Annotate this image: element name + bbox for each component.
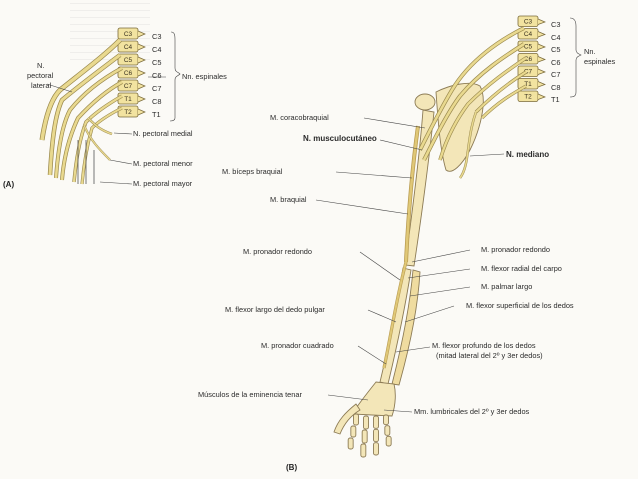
palmaris-label: M. palmar largo: [481, 282, 533, 291]
fcr-label: M. flexor radial del carpo: [481, 264, 562, 273]
panel_a-vertebra-label-c4: C4: [124, 44, 133, 51]
finger-phalanx: [373, 428, 379, 443]
panel_b-vertebra-label-c3: C3: [524, 19, 533, 26]
finger-phalanx: [347, 437, 354, 450]
panel_a-root-label-c8: C8: [152, 97, 162, 106]
pronator-teres-right-label: M. pronador redondo: [481, 245, 551, 254]
panel_b-spinous-process-c4: [537, 31, 546, 38]
panel_b-root-label-c8: C8: [551, 82, 561, 92]
fpl-label: M. flexor largo del dedo pulgar: [225, 305, 325, 314]
thenar-label: Músculos de la eminencia tenar: [198, 390, 302, 399]
panel_b-vertebra-label-t1: T1: [524, 81, 532, 88]
pectoralis-major-label: M. pectoral mayor: [133, 179, 193, 188]
panel-a-spinal-nerves-label: Nn. espinales: [182, 72, 227, 81]
median-nerve-label: N. mediano: [506, 150, 550, 159]
panel_a-spinous-process-c4: [137, 43, 146, 51]
finger-phalanx: [383, 414, 389, 426]
panel_b-root-label-c3: C3: [551, 20, 561, 29]
finger-phalanx: [353, 413, 359, 426]
coracobrachialis-label: M. coracobraquial: [270, 113, 329, 122]
panel_a-root-label-c5: C5: [152, 58, 162, 67]
panel_a-spinous-process-c5: [137, 56, 146, 64]
panel-a-nerves: [39, 38, 123, 185]
panel_a-root-label-c7: C7: [152, 84, 162, 93]
panel_b-root-label-t1: T1: [551, 95, 560, 104]
finger-phalanx: [361, 429, 368, 444]
panel-b-brachial-plexus: [418, 26, 527, 179]
pectoralis-minor-label: M. pectoral menor: [133, 159, 193, 168]
finger-phalanx: [385, 435, 392, 447]
panel_b-spinous-process-c6: [537, 56, 546, 63]
panel_b-spinous-process-t2: [537, 93, 546, 100]
lateral-pectoral-label-1: N.: [37, 61, 45, 70]
label-leader-lines: [46, 17, 582, 413]
thumb: [333, 403, 361, 435]
panel_a-spinous-process-t2: [137, 108, 146, 116]
panel-b-spinal-nerves-label-1: Nn.: [584, 47, 596, 56]
panel_b-vertebra-label-c5: C5: [524, 44, 533, 51]
panel_a-vertebra-label-c5: C5: [124, 57, 133, 64]
lateral-pectoral-label-2: pectoral: [27, 71, 54, 80]
musculocutaneous-label: N. musculocutáneo: [303, 134, 377, 143]
fdp-label-2: (mitad lateral del 2º y 3er dedos): [436, 351, 543, 360]
panel_a-vertebra-label-c7: C7: [124, 83, 133, 90]
panel-a-tag: (A): [3, 180, 15, 189]
pronator-teres-left-label: M. pronador redondo: [243, 247, 313, 256]
panel_a-spinous-process-c7: [137, 82, 146, 90]
panel_a-root-label-c6: C6: [152, 71, 162, 80]
panel_b-spinous-process-t1: [537, 81, 546, 88]
pronator-quadratus-label: M. pronador cuadrado: [261, 341, 334, 350]
panel-b-tag: (B): [286, 463, 298, 472]
panel_a-root-label-c3: C3: [152, 32, 162, 41]
biceps-label: M. bíceps braquial: [222, 167, 283, 176]
panel_a-vertebra-label-c3: C3: [124, 31, 133, 38]
panel_a-spinous-process-c6: [137, 69, 146, 77]
panel-b-spinal-nerves-label-2: espinales: [584, 57, 616, 66]
panel_b-spinous-process-c3: [537, 18, 546, 25]
panel_a-root-label-t1: T1: [152, 110, 161, 119]
panel_a-vertebra-label-c6: C6: [124, 70, 133, 77]
panel_b-vertebra-label-t2: T2: [524, 94, 532, 101]
finger-phalanx: [363, 415, 369, 430]
panel_a-spinous-process-t1: [137, 95, 146, 103]
panel_b-spinous-process-c5: [537, 43, 546, 50]
fdp-label-1: M. flexor profundo de los dedos: [432, 341, 536, 350]
medial-pectoral-label: N. pectoral medial: [133, 129, 193, 138]
panel_b-root-label-c4: C4: [551, 32, 561, 42]
brachialis-label: M. braquial: [270, 195, 307, 204]
panel_a-spinous-process-c3: [137, 30, 146, 38]
finger-phalanx: [373, 442, 379, 456]
lateral-pectoral-label-3: lateral: [31, 81, 52, 90]
panel_b-vertebra-label-c6: C6: [524, 56, 533, 63]
panel_b-spinous-process-c7: [537, 68, 546, 75]
panel_a-root-label-c4: C4: [152, 45, 162, 54]
finger-phalanx: [360, 443, 367, 458]
finger-phalanx: [373, 415, 379, 429]
panel_b-root-label-c5: C5: [551, 45, 561, 54]
lumbricals-label: Mm. lumbricales del 2º y 3er dedos: [414, 407, 530, 416]
finger-phalanx: [350, 425, 357, 438]
panel_a-vertebra-label-t1: T1: [124, 96, 132, 103]
panel_b-vertebra-label-c7: C7: [524, 69, 533, 76]
panel-b-upper-limb: [333, 82, 484, 458]
panel_b-root-label-c6: C6: [551, 57, 561, 67]
finger-phalanx: [384, 425, 391, 436]
panel_a-vertebra-label-t2: T2: [124, 109, 132, 116]
fds-label: M. flexor superficial de los dedos: [466, 301, 574, 310]
panel_b-root-label-c7: C7: [551, 70, 561, 79]
panel_b-vertebra-label-c4: C4: [524, 31, 533, 38]
